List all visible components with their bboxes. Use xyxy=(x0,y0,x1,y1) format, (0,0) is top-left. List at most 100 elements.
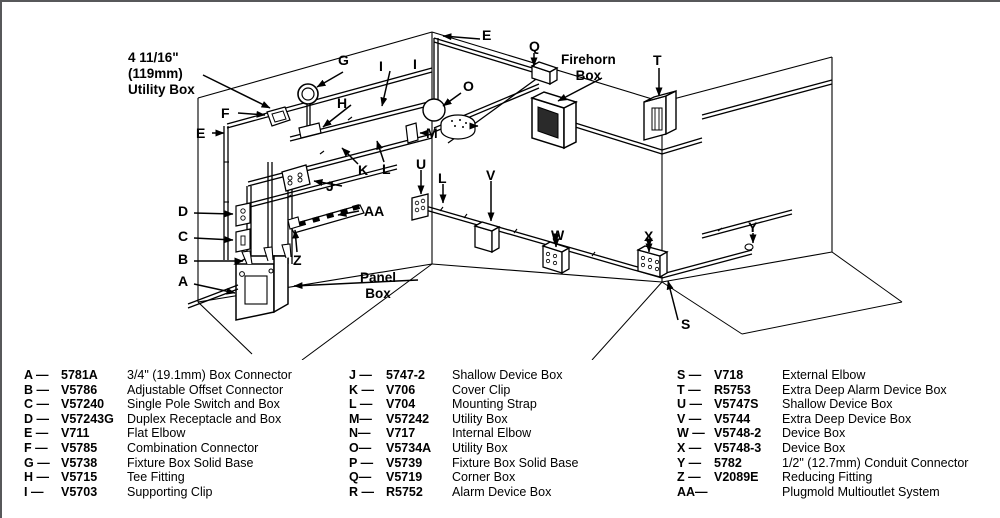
legend-description: Duplex Receptacle and Box xyxy=(127,411,282,426)
legend-part-number: V5748-2 xyxy=(714,426,762,441)
legend-letter: R — xyxy=(349,484,374,499)
mounting-straps-right xyxy=(439,206,723,257)
corner-box-Q xyxy=(530,61,559,86)
legend-part-number: V5715 xyxy=(61,470,98,485)
legend-description: Shallow Device Box xyxy=(452,368,563,382)
legend-part-number: V5744 xyxy=(714,411,751,426)
legend-description: Fixture Box Solid Base xyxy=(127,455,254,470)
supporting-clips-left xyxy=(224,116,353,203)
legend-description: Extra Deep Alarm Device Box xyxy=(782,382,947,397)
legend-letter: W — xyxy=(677,426,705,441)
legend-part-number: V5739 xyxy=(386,455,423,470)
callout-letter-C: C xyxy=(178,228,189,244)
legend-part-number: V706 xyxy=(386,382,416,397)
legend-letter: E — xyxy=(24,426,49,441)
legend-row: X — V5748-3 Device Box xyxy=(677,441,968,456)
fitting-F-combination-connector xyxy=(266,106,291,127)
shallow-device-box-U xyxy=(411,193,429,221)
legend-description: Single Pole Switch and Box xyxy=(127,397,280,412)
legend-description: Mounting Strap xyxy=(452,397,537,412)
legend-row: J — 5747-2 Shallow Device Box xyxy=(349,368,578,383)
legend-description: Combination Connector xyxy=(127,440,259,455)
legend-letter: Z — xyxy=(677,470,701,485)
legend-description: Internal Elbow xyxy=(452,426,532,441)
isometric-room-diagram: A B C D E F G H I I J K L M O Q T E AA Z… xyxy=(2,2,1000,360)
legend-description: Adjustable Offset Connector xyxy=(127,382,284,397)
legend-row: G — V5738 Fixture Box Solid Base xyxy=(24,456,292,471)
legend-letter: J — xyxy=(349,368,372,382)
legend-part-number: V711 xyxy=(61,426,90,441)
callout-letter-K: K xyxy=(358,162,369,178)
legend-part-number: V2089E xyxy=(714,470,759,485)
callout-letter-G: G xyxy=(338,52,349,68)
callout-arrows xyxy=(193,33,757,321)
callout-letter-T: T xyxy=(653,52,662,68)
legend-letter: M— xyxy=(349,411,372,426)
callout-letter-B: B xyxy=(178,251,189,267)
panel-box xyxy=(187,243,292,321)
legend-description: Device Box xyxy=(782,440,846,455)
reducing-fitting-Z xyxy=(287,216,301,230)
legend-description: Plugmold Multioutlet System xyxy=(782,484,940,499)
legend-part-number: 5747-2 xyxy=(386,368,425,382)
legend-part-number: R5752 xyxy=(386,484,423,499)
raceway-right-wall xyxy=(421,37,833,279)
callout-letter-AA: AA xyxy=(364,203,385,219)
legend-description: Cover Clip xyxy=(452,382,511,397)
legend-part-number: V717 xyxy=(386,426,416,441)
callout-letter-I-right: I xyxy=(413,56,417,72)
utility-box-note: 4 11/16"(119mm)Utility Box xyxy=(128,50,195,97)
device-box-X xyxy=(636,245,669,279)
utility-box-M xyxy=(405,122,419,144)
legend-letter: O— xyxy=(349,440,372,455)
callout-letter-D: D xyxy=(178,203,189,219)
legend-part-number: 5781A xyxy=(61,368,98,382)
legend-part-number: V5747S xyxy=(714,397,759,412)
fixture-box-G xyxy=(297,83,319,105)
legend-part-number: V5738 xyxy=(61,455,98,470)
legend-description: Corner Box xyxy=(452,470,516,485)
callout-letter-Q: Q xyxy=(529,38,540,54)
legend-row: AA—Plugmold Multioutlet System xyxy=(677,485,968,500)
legend-letter: N— xyxy=(349,426,371,441)
callout-letter-S: S xyxy=(681,316,691,332)
firehorn-box xyxy=(530,91,578,150)
callout-letter-O: O xyxy=(463,78,474,94)
legend-letter: P — xyxy=(349,455,374,470)
legend-letter: G — xyxy=(24,455,50,470)
legend-row: P — V5739 Fixture Box Solid Base xyxy=(349,456,578,471)
legend-letter: D — xyxy=(24,411,49,426)
legend-part-number: V57240 xyxy=(61,397,105,412)
callout-letter-V: V xyxy=(486,167,496,183)
callout-letter-E-top: E xyxy=(482,27,492,43)
legend-part-number: V5786 xyxy=(61,382,98,397)
legend-description: Fixture Box Solid Base xyxy=(452,455,579,470)
legend-letter: V — xyxy=(677,411,702,426)
legend-column-2: J — 5747-2 Shallow Device Box K — V706 Cover … xyxy=(349,368,578,499)
legend-description: 1/2" (12.7mm) Conduit Connector xyxy=(782,455,969,470)
legend-letter: K — xyxy=(349,382,374,397)
legend-part-number: R5753 xyxy=(714,382,751,397)
legend-part-number: V5748-3 xyxy=(714,440,762,455)
callout-letter-A: A xyxy=(178,273,189,289)
legend-part-number: V5719 xyxy=(386,470,423,485)
callout-letter-X: X xyxy=(644,228,654,244)
callout-leader-lines xyxy=(293,238,653,290)
legend-description: Alarm Device Box xyxy=(452,484,552,499)
legend-letter: S — xyxy=(677,368,702,382)
legend-letter: X — xyxy=(677,440,702,455)
